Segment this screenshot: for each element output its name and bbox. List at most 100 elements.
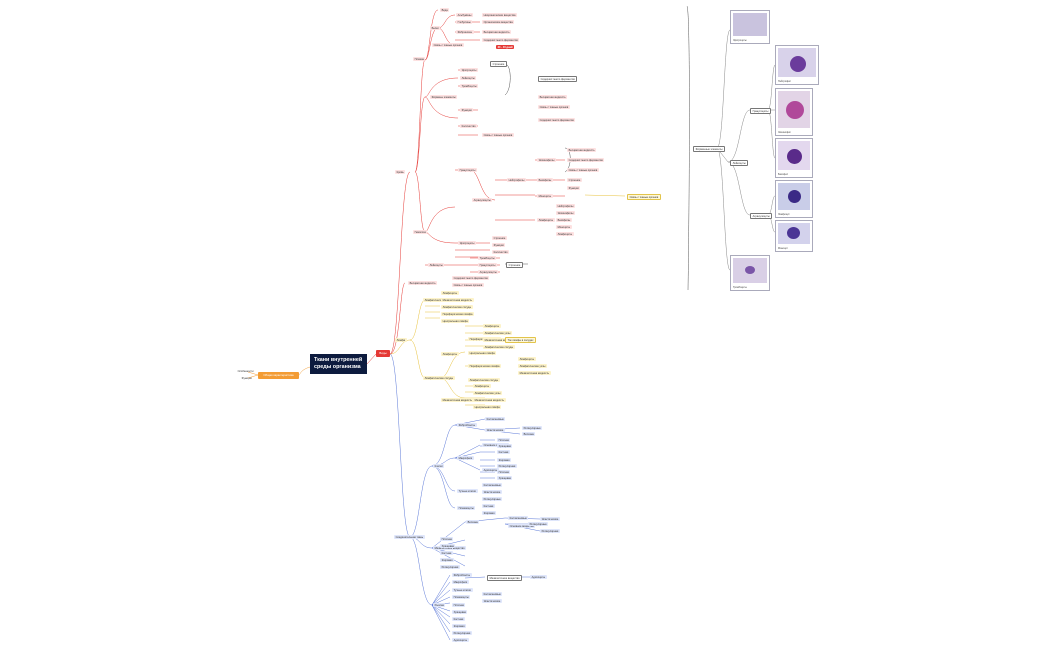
root-topic[interactable]: Ткани внутренней среды организма <box>310 354 367 374</box>
types-node[interactable]: Виды <box>376 350 390 357</box>
connective-cell[interactable]: Макрофаги <box>457 456 474 461</box>
leukocyte-subitem[interactable]: Моноциты <box>556 225 572 230</box>
formed-elements-node[interactable]: Формены элементы <box>430 95 458 100</box>
formed-element-box[interactable]: Строение <box>490 61 507 68</box>
blood-node[interactable]: Кровь <box>395 170 406 175</box>
lymph-subgroup[interactable]: Межклеточная жидкость <box>441 398 474 403</box>
matrix-item[interactable]: Плотная <box>440 537 454 542</box>
hemopoiesis-item[interactable]: Эритроциты <box>458 241 477 246</box>
tissue-type[interactable]: Ретикулярная <box>452 631 472 636</box>
lymph-detail[interactable]: Лимфатические узлы <box>483 331 512 336</box>
leukocyte-item[interactable]: Лимфоциты <box>537 218 555 223</box>
connective-cell[interactable]: Тучные клетки <box>457 489 478 494</box>
leukocyte-group[interactable]: Гранулоциты <box>458 168 477 173</box>
lymph-detail[interactable]: Межклеточная жидкость <box>483 338 516 343</box>
connective-cell-detail[interactable]: Ретикулярные <box>522 426 543 431</box>
erythrocytes-image[interactable]: Эритроциты <box>730 10 770 44</box>
connective-type[interactable]: Плотная <box>497 438 511 443</box>
plasma-item[interactable]: Белки <box>430 26 441 31</box>
matrix-item[interactable]: Костная <box>440 551 453 556</box>
plasma-item[interactable]: Альбумины <box>456 13 474 18</box>
tissue-type[interactable]: Плотная <box>452 603 466 608</box>
connective-type[interactable]: Костная <box>497 450 510 455</box>
lymph-subgroup[interactable]: Лимфоциты <box>441 352 459 357</box>
lymph-detail[interactable]: Периферическая лимфа <box>468 364 502 369</box>
lymphocyte-image[interactable]: Лимфоцит <box>775 180 813 218</box>
hemopoiesis-item[interactable]: Гранулоциты <box>478 263 497 268</box>
blood-note[interactable]: Содержит много ферментов <box>452 276 490 281</box>
formed-elements-box[interactable]: Форменные элементы <box>693 146 726 153</box>
formed-element-note[interactable]: Связь с тканью органов <box>482 133 514 138</box>
platelets-image[interactable]: Тромбоциты <box>730 255 770 291</box>
lymph-box[interactable]: Ток лимфы в сосудах <box>505 337 536 344</box>
lymph-detail[interactable]: Лимфатические узлы <box>518 364 547 369</box>
hemopoiesis-item[interactable]: Лейкоциты <box>428 263 445 268</box>
connective-type[interactable]: Ретикулярная <box>497 464 517 469</box>
leukocyte-subitem[interactable]: Нейтрофилы <box>556 204 575 209</box>
connective-type[interactable]: Коллагеновые <box>482 483 503 488</box>
lymph-group[interactable]: Лимфатические сосуды <box>423 376 455 381</box>
basophil-image[interactable]: Базофил <box>775 138 813 178</box>
leukocyte-subitem[interactable]: Базофилы <box>556 218 572 223</box>
lymph-detail[interactable]: Межклеточная жидкость <box>473 398 506 403</box>
lymph-item[interactable]: Периферическая лимфа <box>441 312 475 317</box>
formed-element[interactable]: Эритроциты <box>460 68 479 73</box>
matrix-item[interactable]: Ретикулярная <box>540 529 560 534</box>
general-characteristics-node[interactable]: Общая характеристика <box>258 372 299 379</box>
leukocyte-subitem[interactable]: Эозинофилы <box>556 211 575 216</box>
formed-element-note[interactable]: Содержит много ферментов <box>538 76 578 83</box>
leukocyte-note[interactable]: Связь с тканью органов <box>567 168 599 173</box>
lymph-detail[interactable]: Лимфоциты <box>473 384 491 389</box>
lymph-item[interactable]: Лимфатические сосуды <box>441 305 473 310</box>
plasma-note[interactable]: Бесцветная жидкость <box>482 30 512 35</box>
matrix-item[interactable]: Хрящевая <box>440 544 456 549</box>
connective-type[interactable]: Жировая <box>482 511 497 516</box>
connective-cell[interactable]: Плазмоциты <box>457 506 476 511</box>
connective-cell-detail[interactable]: Эластические <box>485 428 505 433</box>
leukocytes-box[interactable]: Лейкоциты <box>730 160 749 167</box>
matrix-item[interactable]: Основное вещество <box>508 524 536 529</box>
tissue-type[interactable]: Тучные клетки <box>452 588 473 593</box>
lymph-detail[interactable]: Центральная лимфа <box>468 351 497 356</box>
plasma-item[interactable]: Неорганические вещества <box>482 13 518 18</box>
matrix-item[interactable]: Ретикулярная <box>440 565 460 570</box>
lymph-detail[interactable]: Центральная лимфа <box>473 405 502 410</box>
lymph-detail[interactable]: Лимфоциты <box>518 357 536 362</box>
connective-node[interactable]: Соединительная ткань <box>394 535 425 540</box>
lymph-item[interactable]: Центральная лимфа <box>441 319 470 324</box>
lymph-detail[interactable]: Лимфатические узлы <box>473 391 502 396</box>
connective-cell-detail[interactable]: Адипоциты <box>482 468 499 473</box>
connective-type[interactable]: Жировая <box>497 458 512 463</box>
connective-cell[interactable]: Фибробласты <box>457 423 477 428</box>
connective-type[interactable]: Эластические <box>482 490 502 495</box>
tissue-type[interactable]: Коллагеновые <box>482 592 503 597</box>
matrix-item[interactable]: Адипоциты <box>530 575 547 580</box>
hemopoiesis-item[interactable]: Строение <box>492 236 507 241</box>
leukocyte-group[interactable]: Агранулоциты <box>472 198 493 203</box>
tissue-type[interactable]: Плазмоциты <box>452 595 471 600</box>
plasma-item[interactable]: Фибриноген <box>456 30 474 35</box>
leukocyte-item[interactable]: Моноциты <box>537 194 553 199</box>
tissue-type[interactable]: Хрящевая <box>452 610 468 615</box>
lymph-detail[interactable]: Лимфоциты <box>483 324 501 329</box>
leukocyte-item[interactable]: Базофилы <box>537 178 553 183</box>
lymph-item[interactable]: Межклеточная жидкость <box>441 298 474 303</box>
plasma-node[interactable]: Плазма <box>413 57 426 62</box>
leukocyte-note[interactable]: Функции <box>567 186 581 191</box>
lymph-group[interactable]: Лимфатические узлы <box>423 298 452 303</box>
matrix-item[interactable]: Коллагеновые <box>508 516 529 521</box>
connective-type[interactable]: Костная <box>482 504 495 509</box>
neutrophil-image[interactable]: Нейтрофил <box>775 45 819 85</box>
tissue-type[interactable]: Фибробласты <box>452 573 472 578</box>
connective-group[interactable]: Межклеточное вещество <box>433 546 467 551</box>
formed-element-note[interactable]: Содержит много ферментов <box>538 118 576 123</box>
lymph-detail[interactable]: Межклеточная жидкость <box>518 371 551 376</box>
lymph-item[interactable]: Лимфоциты <box>441 291 459 296</box>
blood-note[interactable]: Связь с тканью органов <box>452 283 484 288</box>
blood-note[interactable]: Бесцветная жидкость <box>408 281 438 286</box>
connective-type[interactable]: Хрящевая <box>497 444 513 449</box>
formed-element[interactable]: Лейкоциты <box>460 76 477 81</box>
hemopoiesis-node[interactable]: Гемопоэз <box>413 230 428 235</box>
eosinophil-image[interactable]: Эозинофил <box>775 88 813 136</box>
leukocyte-item[interactable]: Нейтрофилы <box>507 178 526 183</box>
